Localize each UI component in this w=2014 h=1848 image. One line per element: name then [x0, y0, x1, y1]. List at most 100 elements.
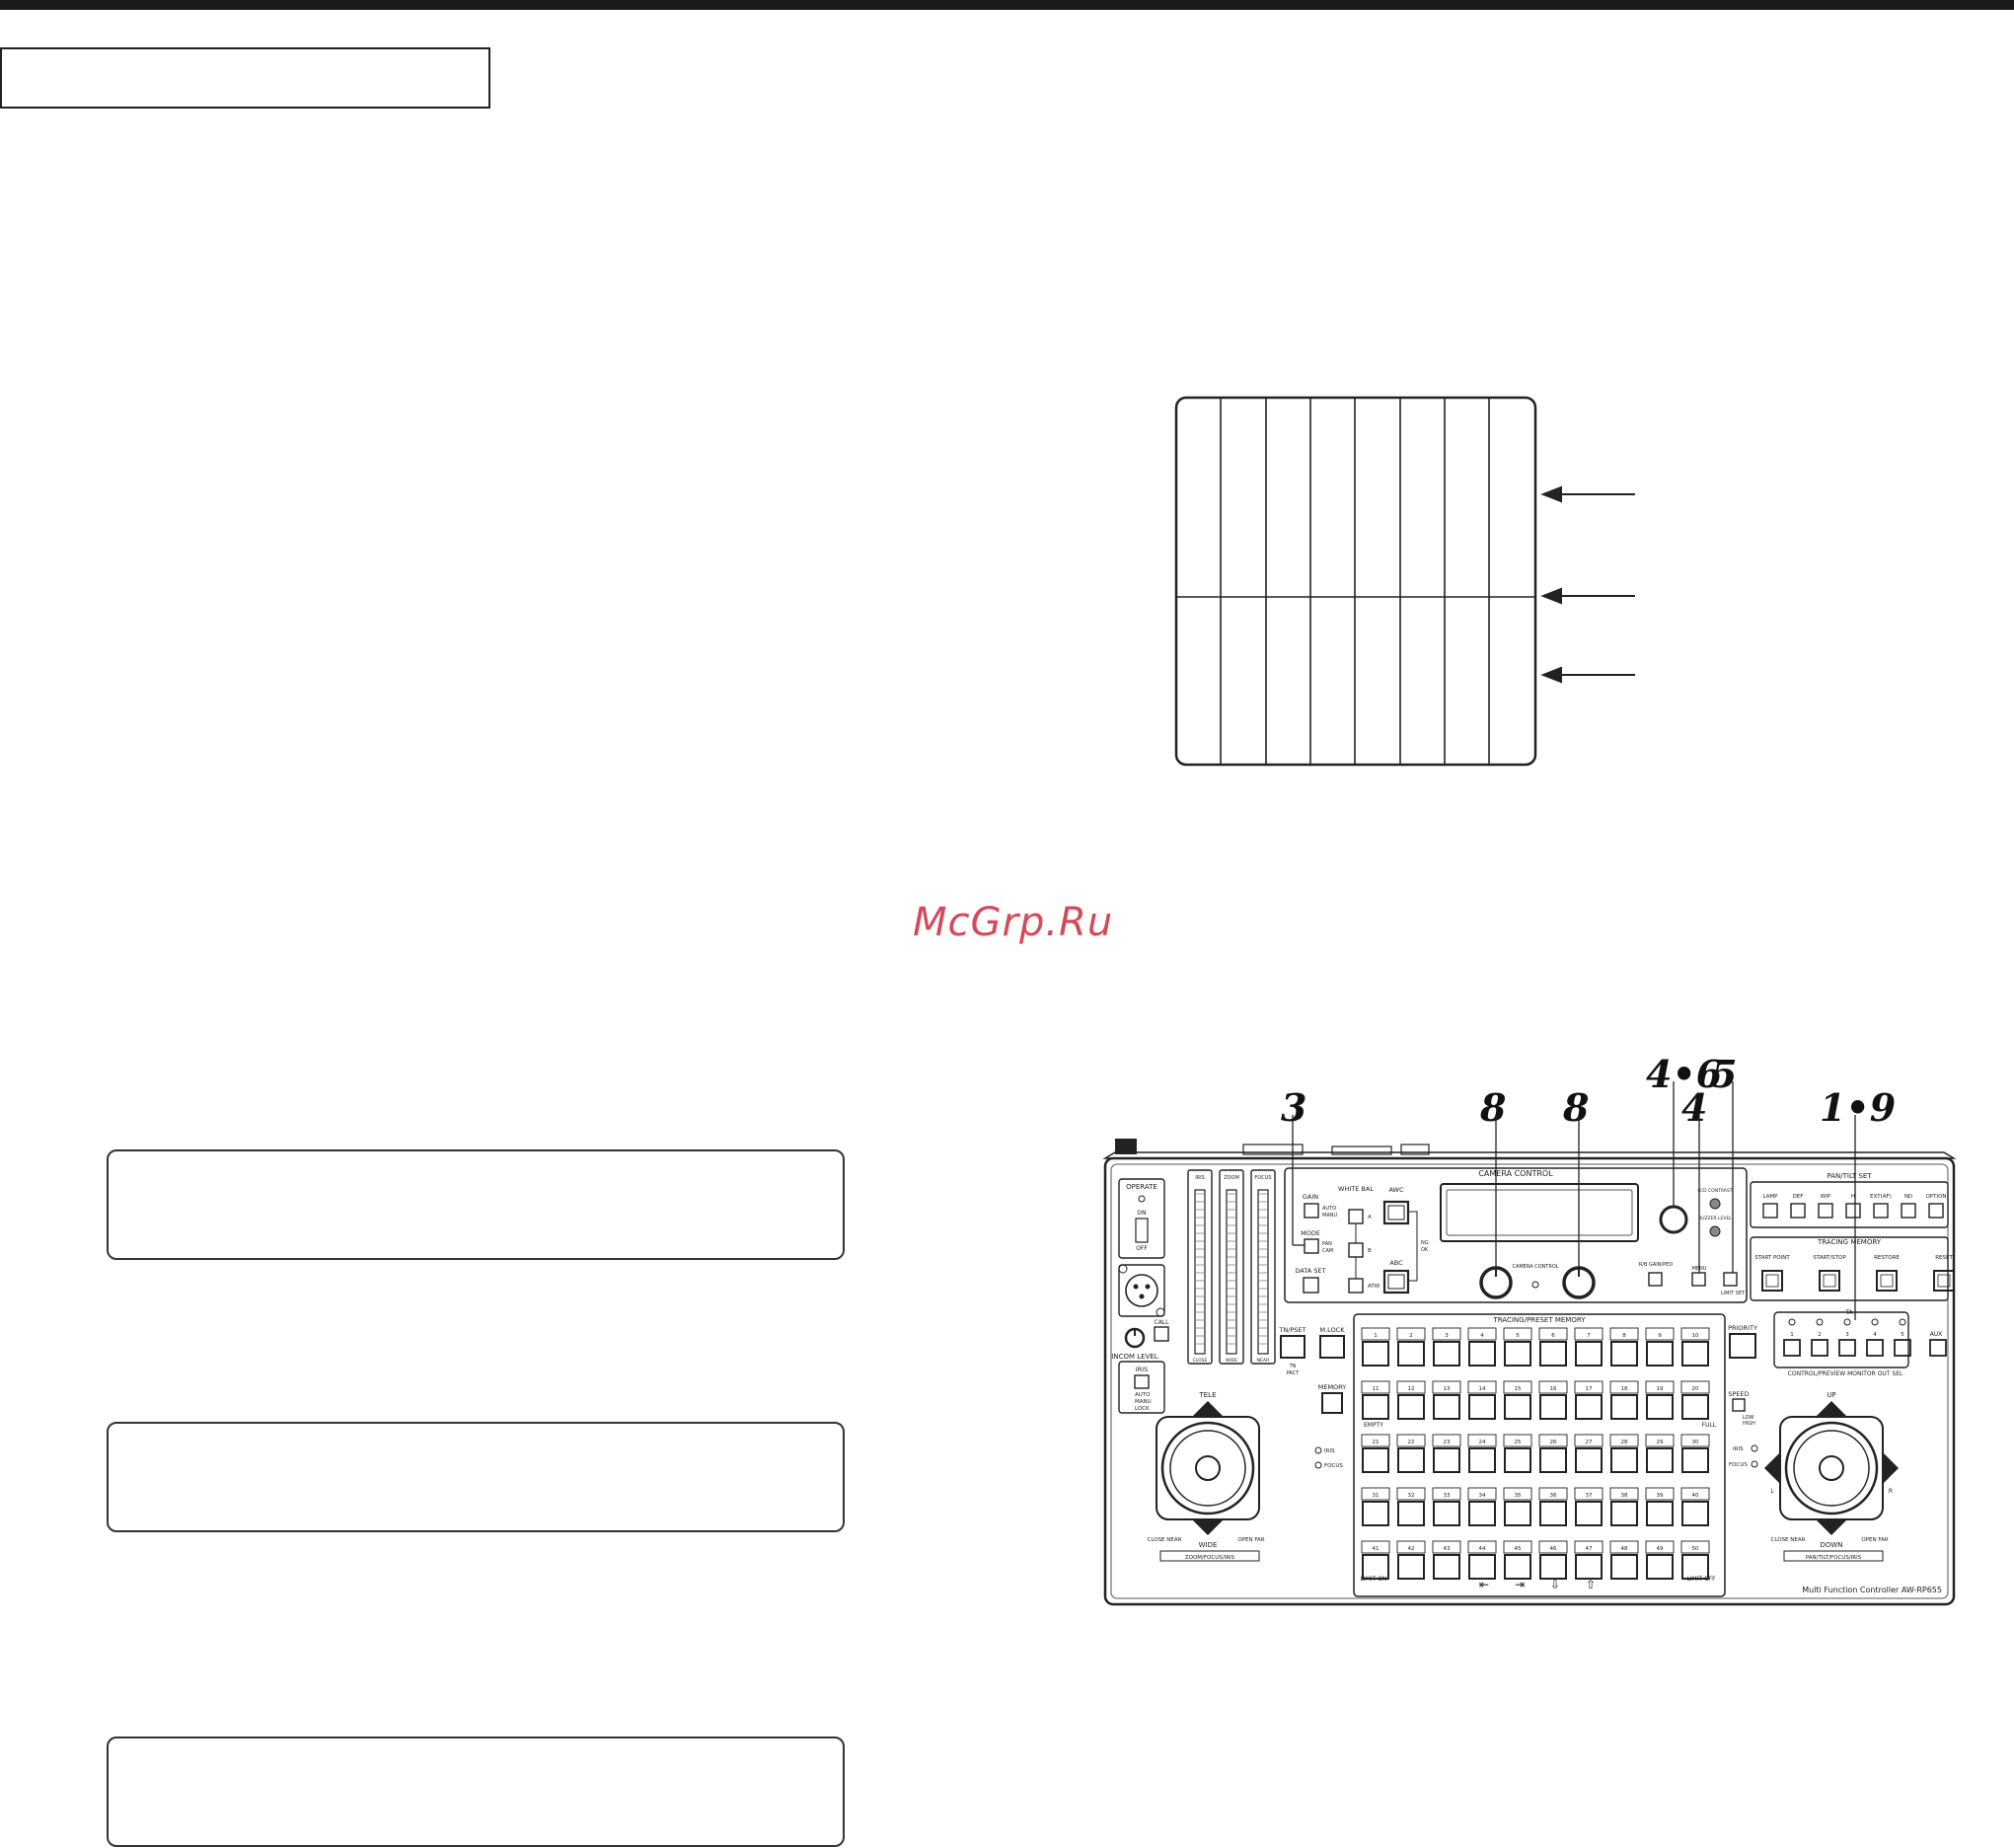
preset-button[interactable]: [1504, 1341, 1531, 1367]
preset-button[interactable]: [1362, 1394, 1389, 1420]
lens-bar-zoom: [1219, 1169, 1244, 1365]
preset-button[interactable]: [1433, 1501, 1460, 1526]
rb-gain-ped-button[interactable]: [1648, 1272, 1663, 1287]
pan-tilt-button[interactable]: [1790, 1203, 1806, 1219]
mode-button[interactable]: [1304, 1238, 1319, 1254]
monitor-select-button[interactable]: [1894, 1339, 1911, 1357]
monitor-select-button[interactable]: [1811, 1339, 1828, 1357]
preset-button[interactable]: [1397, 1341, 1425, 1367]
preset-button[interactable]: [1468, 1501, 1496, 1526]
pan-tilt-button[interactable]: [1901, 1203, 1916, 1219]
preset-button[interactable]: [1433, 1554, 1460, 1580]
tracing-button[interactable]: [1876, 1270, 1898, 1292]
intercom-jack[interactable]: [1125, 1274, 1158, 1307]
preset-button[interactable]: [1504, 1554, 1531, 1580]
preset-button[interactable]: [1362, 1447, 1389, 1473]
preset-button[interactable]: [1575, 1501, 1603, 1526]
pan-tilt-button[interactable]: [1762, 1203, 1778, 1219]
preset-button[interactable]: [1362, 1554, 1389, 1580]
preset-number: 20: [1692, 1386, 1699, 1392]
preset-button[interactable]: [1468, 1554, 1496, 1580]
abc-button[interactable]: [1382, 1269, 1410, 1294]
preset-button[interactable]: [1610, 1341, 1638, 1367]
preset-button[interactable]: [1610, 1447, 1638, 1473]
preset-button[interactable]: [1468, 1447, 1496, 1473]
awc-ng: NG: [1421, 1240, 1429, 1246]
preset-button[interactable]: [1646, 1501, 1674, 1526]
preset-button[interactable]: [1504, 1447, 1531, 1473]
menu-knob[interactable]: [1659, 1205, 1688, 1234]
preset-button[interactable]: [1539, 1501, 1567, 1526]
tracing-button[interactable]: [1933, 1270, 1955, 1292]
power-switch[interactable]: [1135, 1218, 1149, 1243]
pan-tilt-button[interactable]: [1928, 1203, 1944, 1219]
gain-button[interactable]: [1304, 1203, 1319, 1219]
tracing-button[interactable]: [1761, 1270, 1783, 1292]
preset-button[interactable]: [1504, 1501, 1531, 1526]
speed-button[interactable]: [1732, 1398, 1746, 1412]
buzzer-level-knob[interactable]: [1709, 1225, 1721, 1237]
preset-button[interactable]: [1610, 1501, 1638, 1526]
pan-tilt-button[interactable]: [1845, 1203, 1861, 1219]
incom-level-knob[interactable]: [1124, 1327, 1146, 1349]
lcd-contrast-knob[interactable]: [1709, 1198, 1721, 1210]
aux-button[interactable]: [1929, 1339, 1947, 1357]
preset-button[interactable]: [1397, 1501, 1425, 1526]
preset-button[interactable]: [1646, 1554, 1674, 1580]
preset-button[interactable]: [1575, 1554, 1603, 1580]
preset-button[interactable]: [1575, 1394, 1603, 1420]
preset-button[interactable]: [1468, 1341, 1496, 1367]
preset-button[interactable]: [1539, 1447, 1567, 1473]
preset-button[interactable]: [1504, 1394, 1531, 1420]
preset-button[interactable]: [1362, 1341, 1389, 1367]
data-set-button[interactable]: [1303, 1277, 1319, 1294]
preset-number: 10: [1692, 1333, 1699, 1339]
preset-button[interactable]: [1575, 1341, 1603, 1367]
preset-button[interactable]: [1681, 1394, 1709, 1420]
preset-button[interactable]: [1681, 1447, 1709, 1473]
monitor-select-button[interactable]: [1838, 1339, 1856, 1357]
preset-button[interactable]: [1681, 1501, 1709, 1526]
preset-button[interactable]: [1646, 1447, 1674, 1473]
preset-button[interactable]: [1646, 1341, 1674, 1367]
call-button[interactable]: [1154, 1326, 1169, 1342]
monitor-select-button[interactable]: [1866, 1339, 1884, 1357]
preset-number: 22: [1408, 1440, 1415, 1445]
preset-button[interactable]: [1433, 1394, 1460, 1420]
preset-button[interactable]: [1681, 1554, 1709, 1580]
preset-number: 5: [1516, 1333, 1520, 1339]
tn-pset-button[interactable]: [1280, 1335, 1305, 1359]
preset-button[interactable]: [1575, 1447, 1603, 1473]
zoom-joystick[interactable]: [1156, 1401, 1260, 1535]
preset-button[interactable]: [1646, 1394, 1674, 1420]
preset-button[interactable]: [1539, 1394, 1567, 1420]
preset-button[interactable]: [1539, 1341, 1567, 1367]
awc-button[interactable]: [1382, 1200, 1410, 1225]
preset-button[interactable]: [1681, 1341, 1709, 1367]
preset-button[interactable]: [1433, 1447, 1460, 1473]
preset-button[interactable]: [1610, 1394, 1638, 1420]
preset-button[interactable]: [1468, 1394, 1496, 1420]
pan-tilt-button-label: ND: [1904, 1194, 1912, 1200]
preset-button[interactable]: [1610, 1554, 1638, 1580]
iris-button[interactable]: [1134, 1374, 1150, 1389]
pan-tilt-button[interactable]: [1873, 1203, 1889, 1219]
preset-number: 1: [1374, 1333, 1378, 1339]
pan-tilt-joystick[interactable]: [1764, 1401, 1899, 1535]
tracing-button[interactable]: [1819, 1270, 1840, 1292]
lcd-display: [1440, 1183, 1639, 1242]
preset-button[interactable]: [1397, 1394, 1425, 1420]
preset-button[interactable]: [1397, 1554, 1425, 1580]
preset-button[interactable]: [1397, 1447, 1425, 1473]
m-lock-button[interactable]: [1319, 1335, 1345, 1359]
preset-number: 16: [1550, 1386, 1557, 1392]
lens-bar-label: FOCUS: [1254, 1175, 1271, 1181]
monitor-select-button[interactable]: [1783, 1339, 1801, 1357]
priority-button[interactable]: [1729, 1333, 1756, 1359]
preset-button[interactable]: [1433, 1341, 1460, 1367]
memory-button[interactable]: [1321, 1392, 1343, 1414]
preset-button[interactable]: [1539, 1554, 1567, 1580]
pan-tilt-button[interactable]: [1818, 1203, 1833, 1219]
preset-button[interactable]: [1362, 1501, 1389, 1526]
limit-set-button[interactable]: [1723, 1272, 1738, 1287]
